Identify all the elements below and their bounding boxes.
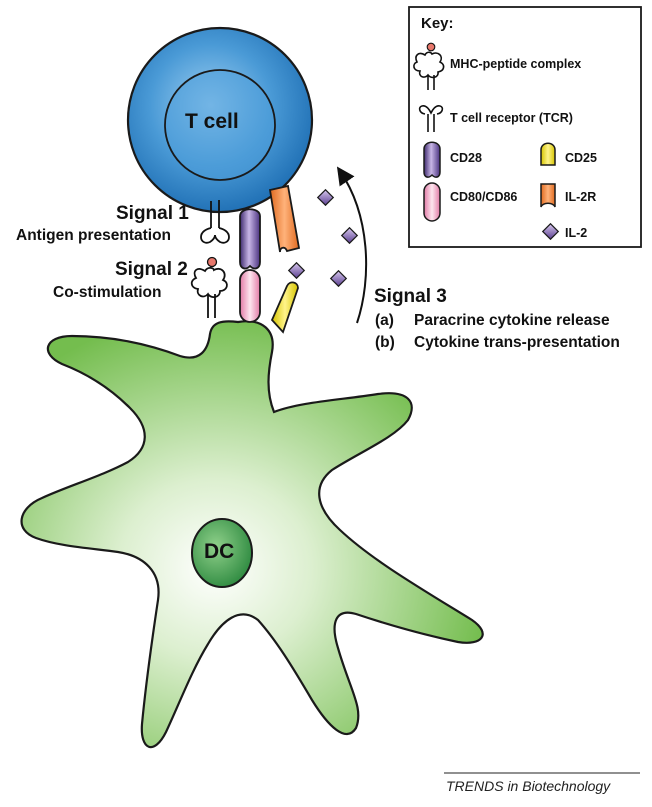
signal3-a-marker: (a) xyxy=(375,312,394,329)
dc-label: DC xyxy=(204,540,235,563)
key-label-il2: IL-2 xyxy=(565,226,588,240)
key-label-mhc-peptide: MHC-peptide complex xyxy=(450,57,582,71)
key-cd80-cd86-icon xyxy=(423,182,441,222)
il2-particle xyxy=(316,188,335,207)
key-box xyxy=(408,6,642,248)
signal3-b-text: Cytokine trans-presentation xyxy=(414,334,620,351)
cd80-cd86-icon xyxy=(239,269,261,323)
key-il2-icon xyxy=(541,222,560,241)
tcr-icon xyxy=(200,200,230,244)
key-label-cd80-cd86: CD80/CD86 xyxy=(450,190,518,204)
il2-particle xyxy=(287,261,306,280)
signal2-description: Co-stimulation xyxy=(53,284,162,301)
t-cell-label: T cell xyxy=(185,110,239,133)
signal3-b-marker: (b) xyxy=(375,334,395,351)
t-cell-nucleus xyxy=(164,69,276,181)
key-title: Key: xyxy=(421,15,454,32)
signal1-title: Signal 1 xyxy=(116,203,189,224)
dendritic-cell-body xyxy=(20,320,484,749)
dc-nucleus xyxy=(191,518,253,588)
mhc-peptide-icon xyxy=(190,266,228,318)
signal1-description: Antigen presentation xyxy=(16,227,172,244)
signal3-arrow xyxy=(336,166,368,324)
il2r-icon xyxy=(268,184,301,253)
key-cd25-icon xyxy=(540,142,556,166)
key-tcr-icon xyxy=(418,105,444,132)
key-label-cd28: CD28 xyxy=(450,151,482,165)
key-label-il2r: IL-2R xyxy=(565,190,597,204)
cd28-icon xyxy=(239,208,261,270)
il2-particles xyxy=(287,188,359,288)
signal2-title: Signal 2 xyxy=(115,259,188,280)
key-peptide-dot xyxy=(426,42,436,52)
key-mhc-peptide-icon xyxy=(413,51,445,90)
cd25-icon xyxy=(270,281,299,334)
key-il2r-icon xyxy=(540,183,556,208)
key-label-cd25: CD25 xyxy=(565,151,597,165)
peptide-dot xyxy=(206,256,218,268)
signal3-a-text: Paracrine cytokine release xyxy=(414,312,610,329)
journal-footer: TRENDS in Biotechnology xyxy=(446,778,611,794)
il2-particle xyxy=(340,226,359,245)
key-label-tcr: T cell receptor (TCR) xyxy=(450,111,573,125)
signal3-title: Signal 3 xyxy=(374,286,447,307)
key-cd28-icon xyxy=(423,141,441,178)
il2-particle xyxy=(329,269,348,288)
